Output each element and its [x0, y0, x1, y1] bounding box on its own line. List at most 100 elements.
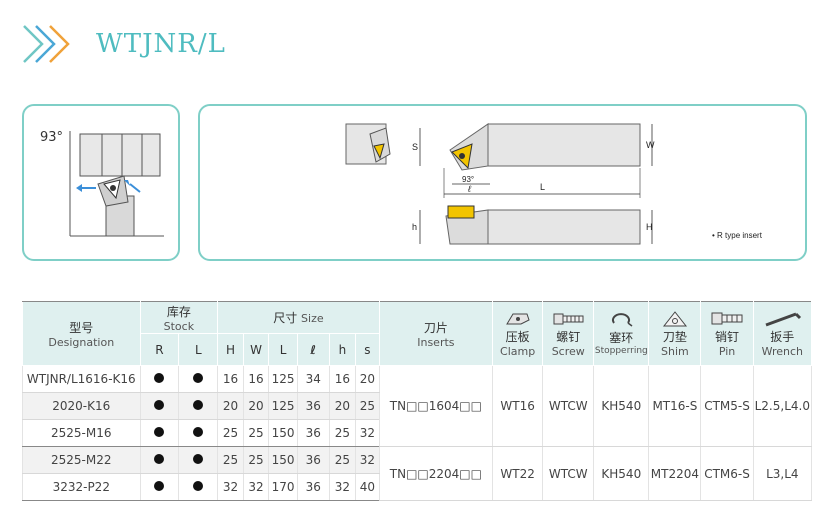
dim-ell-label: ℓ: [467, 184, 471, 194]
insert-cell: TN□□1604□□: [378, 365, 494, 447]
in-stock-dot: [154, 427, 165, 437]
stock-l-cell: [178, 446, 219, 474]
designation-cell: 2525-M16: [22, 419, 141, 447]
stock-l-cell: [178, 419, 219, 447]
double-chevron-icon: [23, 25, 70, 63]
size-cell: 32: [242, 473, 270, 501]
size-cell: 16: [328, 365, 357, 393]
wrench-cell: L2.5,L4.0: [752, 365, 813, 447]
stock-l-cell: [178, 392, 219, 420]
stock-r-cell: [139, 392, 180, 420]
screw-header: 螺钉 Screw: [542, 301, 595, 366]
stock-r-header: R: [139, 333, 180, 366]
stock-header: 库存 Stock: [139, 301, 219, 334]
size-cell: 16: [242, 365, 270, 393]
table-row: 2525-M22 25 25 150 36 25 32 TN□□2204□□ W…: [22, 446, 813, 501]
size-H-header: H: [217, 333, 244, 366]
size-cell: 32: [217, 473, 244, 501]
size-cell: 20: [217, 392, 244, 420]
dimension-diagram: S W 93° ℓ L h H • R type insert: [198, 104, 807, 261]
table-row: 2020-K16 20 20 125 36 20 25: [22, 392, 812, 420]
toolholder-top-view: 93°: [40, 130, 164, 237]
clamp-cell: WT16: [492, 365, 544, 447]
table-row: WTJNR/L1616-K16 16 16 125 34 16 20 TN□□1…: [22, 365, 813, 447]
stoppering-cell: KH540: [593, 365, 650, 447]
screw-icon: [553, 313, 584, 324]
size-cell: 150: [268, 419, 298, 447]
size-cell: 16: [217, 365, 244, 393]
clamp-icon: [505, 313, 530, 324]
stock-l-cell: [178, 473, 219, 501]
page-header: WTJNR/L: [22, 22, 226, 66]
stopper-ring-icon: [612, 313, 633, 327]
clamp-cell: WT22: [492, 446, 544, 501]
size-cell: 25: [217, 446, 244, 474]
dim-angle-label: 93°: [462, 175, 474, 184]
in-stock-dot: [193, 454, 204, 464]
stock-l-cell: [178, 365, 219, 393]
inserts-header: 刀片 Inserts: [378, 301, 494, 366]
stock-r-cell: [139, 365, 180, 393]
wrench-icon: [765, 312, 802, 326]
size-s-header: s: [355, 333, 380, 366]
page-title: WTJNR/L: [96, 29, 226, 59]
size-cell: 25: [217, 419, 244, 447]
in-stock-dot: [193, 400, 204, 410]
in-stock-dot: [193, 373, 204, 383]
size-cell: 20: [328, 392, 357, 420]
dim-w-label: W: [646, 140, 655, 150]
size-cell: 25: [328, 419, 357, 447]
approach-angle-diagram: 93°: [22, 104, 180, 261]
size-header: 尺寸 Size: [217, 301, 380, 334]
designation-cell: 2525-M22: [22, 446, 141, 474]
size-h-header: h: [328, 333, 357, 366]
dim-l-label: L: [540, 182, 545, 192]
size-cell: 25: [328, 446, 357, 474]
screw-cell: WTCW: [542, 446, 595, 501]
stock-r-cell: [139, 419, 180, 447]
size-cell: 40: [355, 473, 380, 501]
screw-cell: WTCW: [542, 365, 595, 447]
stock-r-cell: [139, 446, 180, 474]
designation-header: 型号 Designation: [22, 301, 141, 366]
size-ell-header: ℓ: [296, 333, 330, 366]
size-cell: 32: [355, 446, 380, 474]
in-stock-dot: [154, 373, 165, 383]
stoppering-header: 塞环 Stopperring: [593, 301, 650, 366]
in-stock-dot: [193, 481, 204, 491]
table-row: 3232-P22 32 32 170 36 32 40: [22, 473, 812, 501]
table-row: 2525-M16 25 25 150 36 25 32: [22, 419, 812, 447]
shim-header: 刀垫 Shim: [648, 301, 702, 366]
pin-cell: CTM5-S: [700, 365, 754, 447]
size-cell: 125: [268, 392, 298, 420]
stock-r-cell: [139, 473, 180, 501]
pin-cell: CTM6-S: [700, 446, 754, 501]
size-cell: 32: [355, 419, 380, 447]
size-cell: 36: [296, 473, 330, 501]
shim-cell: MT16-S: [648, 365, 702, 447]
size-cell: 36: [296, 419, 330, 447]
size-cell: 20: [355, 365, 380, 393]
size-cell: 20: [242, 392, 270, 420]
designation-cell: WTJNR/L1616-K16: [22, 365, 141, 393]
stock-l-header: L: [178, 333, 219, 366]
size-cell: 125: [268, 365, 298, 393]
size-cell: 25: [355, 392, 380, 420]
pin-header: 销钉 Pin: [700, 301, 754, 366]
insert-cell: TN□□2204□□: [378, 446, 494, 501]
in-stock-dot: [154, 454, 165, 464]
wrench-header: 扳手 Wrench: [752, 301, 813, 366]
size-cell: 25: [242, 419, 270, 447]
size-cell: 36: [296, 446, 330, 474]
angle-label: 93°: [40, 130, 63, 145]
size-L-header: L: [268, 333, 298, 366]
designation-cell: 3232-P22: [22, 473, 141, 501]
dim-s-label: S: [412, 142, 418, 152]
in-stock-dot: [154, 481, 165, 491]
specification-table: 型号 Designation 库存 Stock 尺寸 Size 刀片 Inser…: [22, 301, 813, 501]
size-cell: 25: [242, 446, 270, 474]
toolholder-dimension-drawing: S W 93° ℓ L h H • R type insert: [345, 123, 763, 245]
dim-h-lower-label: h: [412, 222, 417, 232]
clamp-header: 压板 Clamp: [492, 301, 544, 366]
size-cell: 32: [328, 473, 357, 501]
